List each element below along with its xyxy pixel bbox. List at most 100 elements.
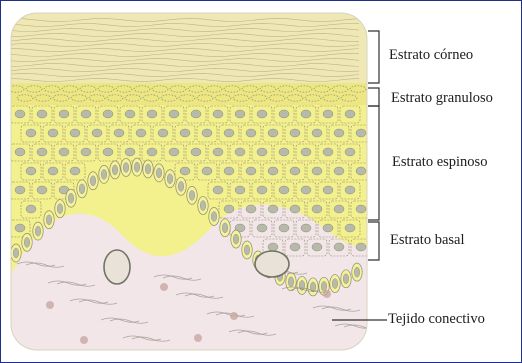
basal-nucleus <box>233 234 239 244</box>
cell-nucleus <box>356 205 366 213</box>
bracket-espinoso <box>368 106 379 220</box>
blood-vessel <box>255 251 289 277</box>
cell-nucleus <box>180 129 190 137</box>
connective-cell <box>323 290 331 298</box>
cell-nucleus <box>180 167 190 175</box>
cell-nucleus <box>246 205 256 213</box>
cell-nucleus <box>257 110 267 118</box>
cell-nucleus <box>48 167 58 175</box>
cell-nucleus <box>202 167 212 175</box>
bracket-granuloso <box>368 88 379 106</box>
basal-nucleus <box>57 204 63 214</box>
cell-nucleus <box>235 186 245 194</box>
cell-nucleus <box>334 129 344 137</box>
cell-nucleus <box>202 129 212 137</box>
cell-nucleus <box>125 148 135 156</box>
cell-nucleus <box>334 243 344 251</box>
basal-nucleus <box>321 281 327 291</box>
cell-nucleus <box>301 186 311 194</box>
cell-nucleus <box>279 148 289 156</box>
cell-nucleus <box>301 224 311 232</box>
connective-cell <box>230 312 238 320</box>
cell-nucleus <box>268 243 278 251</box>
cell-nucleus <box>323 186 333 194</box>
cell-nucleus <box>356 167 366 175</box>
cell-nucleus <box>15 110 25 118</box>
cell-nucleus <box>279 186 289 194</box>
cell-nucleus <box>37 186 47 194</box>
cell-nucleus <box>279 224 289 232</box>
basal-nucleus <box>46 215 52 225</box>
cell-nucleus <box>224 129 234 137</box>
basal-nucleus <box>343 274 349 284</box>
cell-nucleus <box>312 129 322 137</box>
cell-nucleus <box>81 110 91 118</box>
basal-nucleus <box>332 279 338 289</box>
label-estrato-espinoso: Estrato espinoso <box>392 155 487 170</box>
cell-nucleus <box>290 205 300 213</box>
connective-cell <box>194 334 202 342</box>
cell-nucleus <box>323 224 333 232</box>
cell-nucleus <box>356 129 366 137</box>
basal-nucleus <box>101 169 107 179</box>
basal-nucleus <box>123 162 129 172</box>
cell-nucleus <box>257 186 267 194</box>
basal-nucleus <box>79 184 85 194</box>
cell-nucleus <box>246 129 256 137</box>
cell-nucleus <box>26 167 36 175</box>
cell-nucleus <box>224 167 234 175</box>
cell-nucleus <box>15 148 25 156</box>
basal-nucleus <box>200 201 206 211</box>
basal-nucleus <box>13 248 19 258</box>
cell-nucleus <box>125 110 135 118</box>
cell-nucleus <box>345 148 355 156</box>
connective-cell <box>46 301 54 309</box>
cell-nucleus <box>213 110 223 118</box>
cell-nucleus <box>158 129 168 137</box>
cell-nucleus <box>235 110 245 118</box>
connective-cell <box>160 283 168 291</box>
cell-nucleus <box>268 205 278 213</box>
cell-nucleus <box>301 110 311 118</box>
cell-nucleus <box>312 205 322 213</box>
cell-nucleus <box>334 205 344 213</box>
cell-nucleus <box>15 224 25 232</box>
cell-nucleus <box>356 243 366 251</box>
basal-nucleus <box>222 223 228 233</box>
cell-nucleus <box>26 205 36 213</box>
cell-nucleus <box>59 110 69 118</box>
cell-nucleus <box>246 167 256 175</box>
cell-nucleus <box>81 148 91 156</box>
basal-nucleus <box>211 211 217 221</box>
cell-nucleus <box>169 110 179 118</box>
label-tejido-conectivo: Tejido conectivo <box>388 312 485 327</box>
cell-nucleus <box>147 148 157 156</box>
cell-nucleus <box>345 224 355 232</box>
basal-nucleus <box>145 164 151 174</box>
basal-nucleus <box>156 168 162 178</box>
connective-cell <box>80 336 88 344</box>
cell-nucleus <box>323 110 333 118</box>
label-estrato-granuloso: Estrato granuloso <box>391 91 493 106</box>
cell-nucleus <box>345 110 355 118</box>
basal-nucleus <box>134 162 140 172</box>
cell-nucleus <box>268 167 278 175</box>
cell-nucleus <box>169 148 179 156</box>
basal-nucleus <box>90 176 96 186</box>
basal-nucleus <box>189 190 195 200</box>
cell-nucleus <box>26 129 36 137</box>
basal-nucleus <box>244 245 250 255</box>
cell-nucleus <box>37 110 47 118</box>
cell-nucleus <box>114 129 124 137</box>
cell-nucleus <box>70 167 80 175</box>
cell-nucleus <box>191 110 201 118</box>
label-estrato-basal: Estrato basal <box>390 233 465 248</box>
basal-nucleus <box>178 181 184 191</box>
cell-nucleus <box>136 129 146 137</box>
cell-nucleus <box>312 167 322 175</box>
basal-nucleus <box>35 226 41 236</box>
cell-nucleus <box>103 148 113 156</box>
cell-nucleus <box>301 148 311 156</box>
bracket-corneo <box>368 31 379 83</box>
stratum-corneum <box>11 13 367 83</box>
